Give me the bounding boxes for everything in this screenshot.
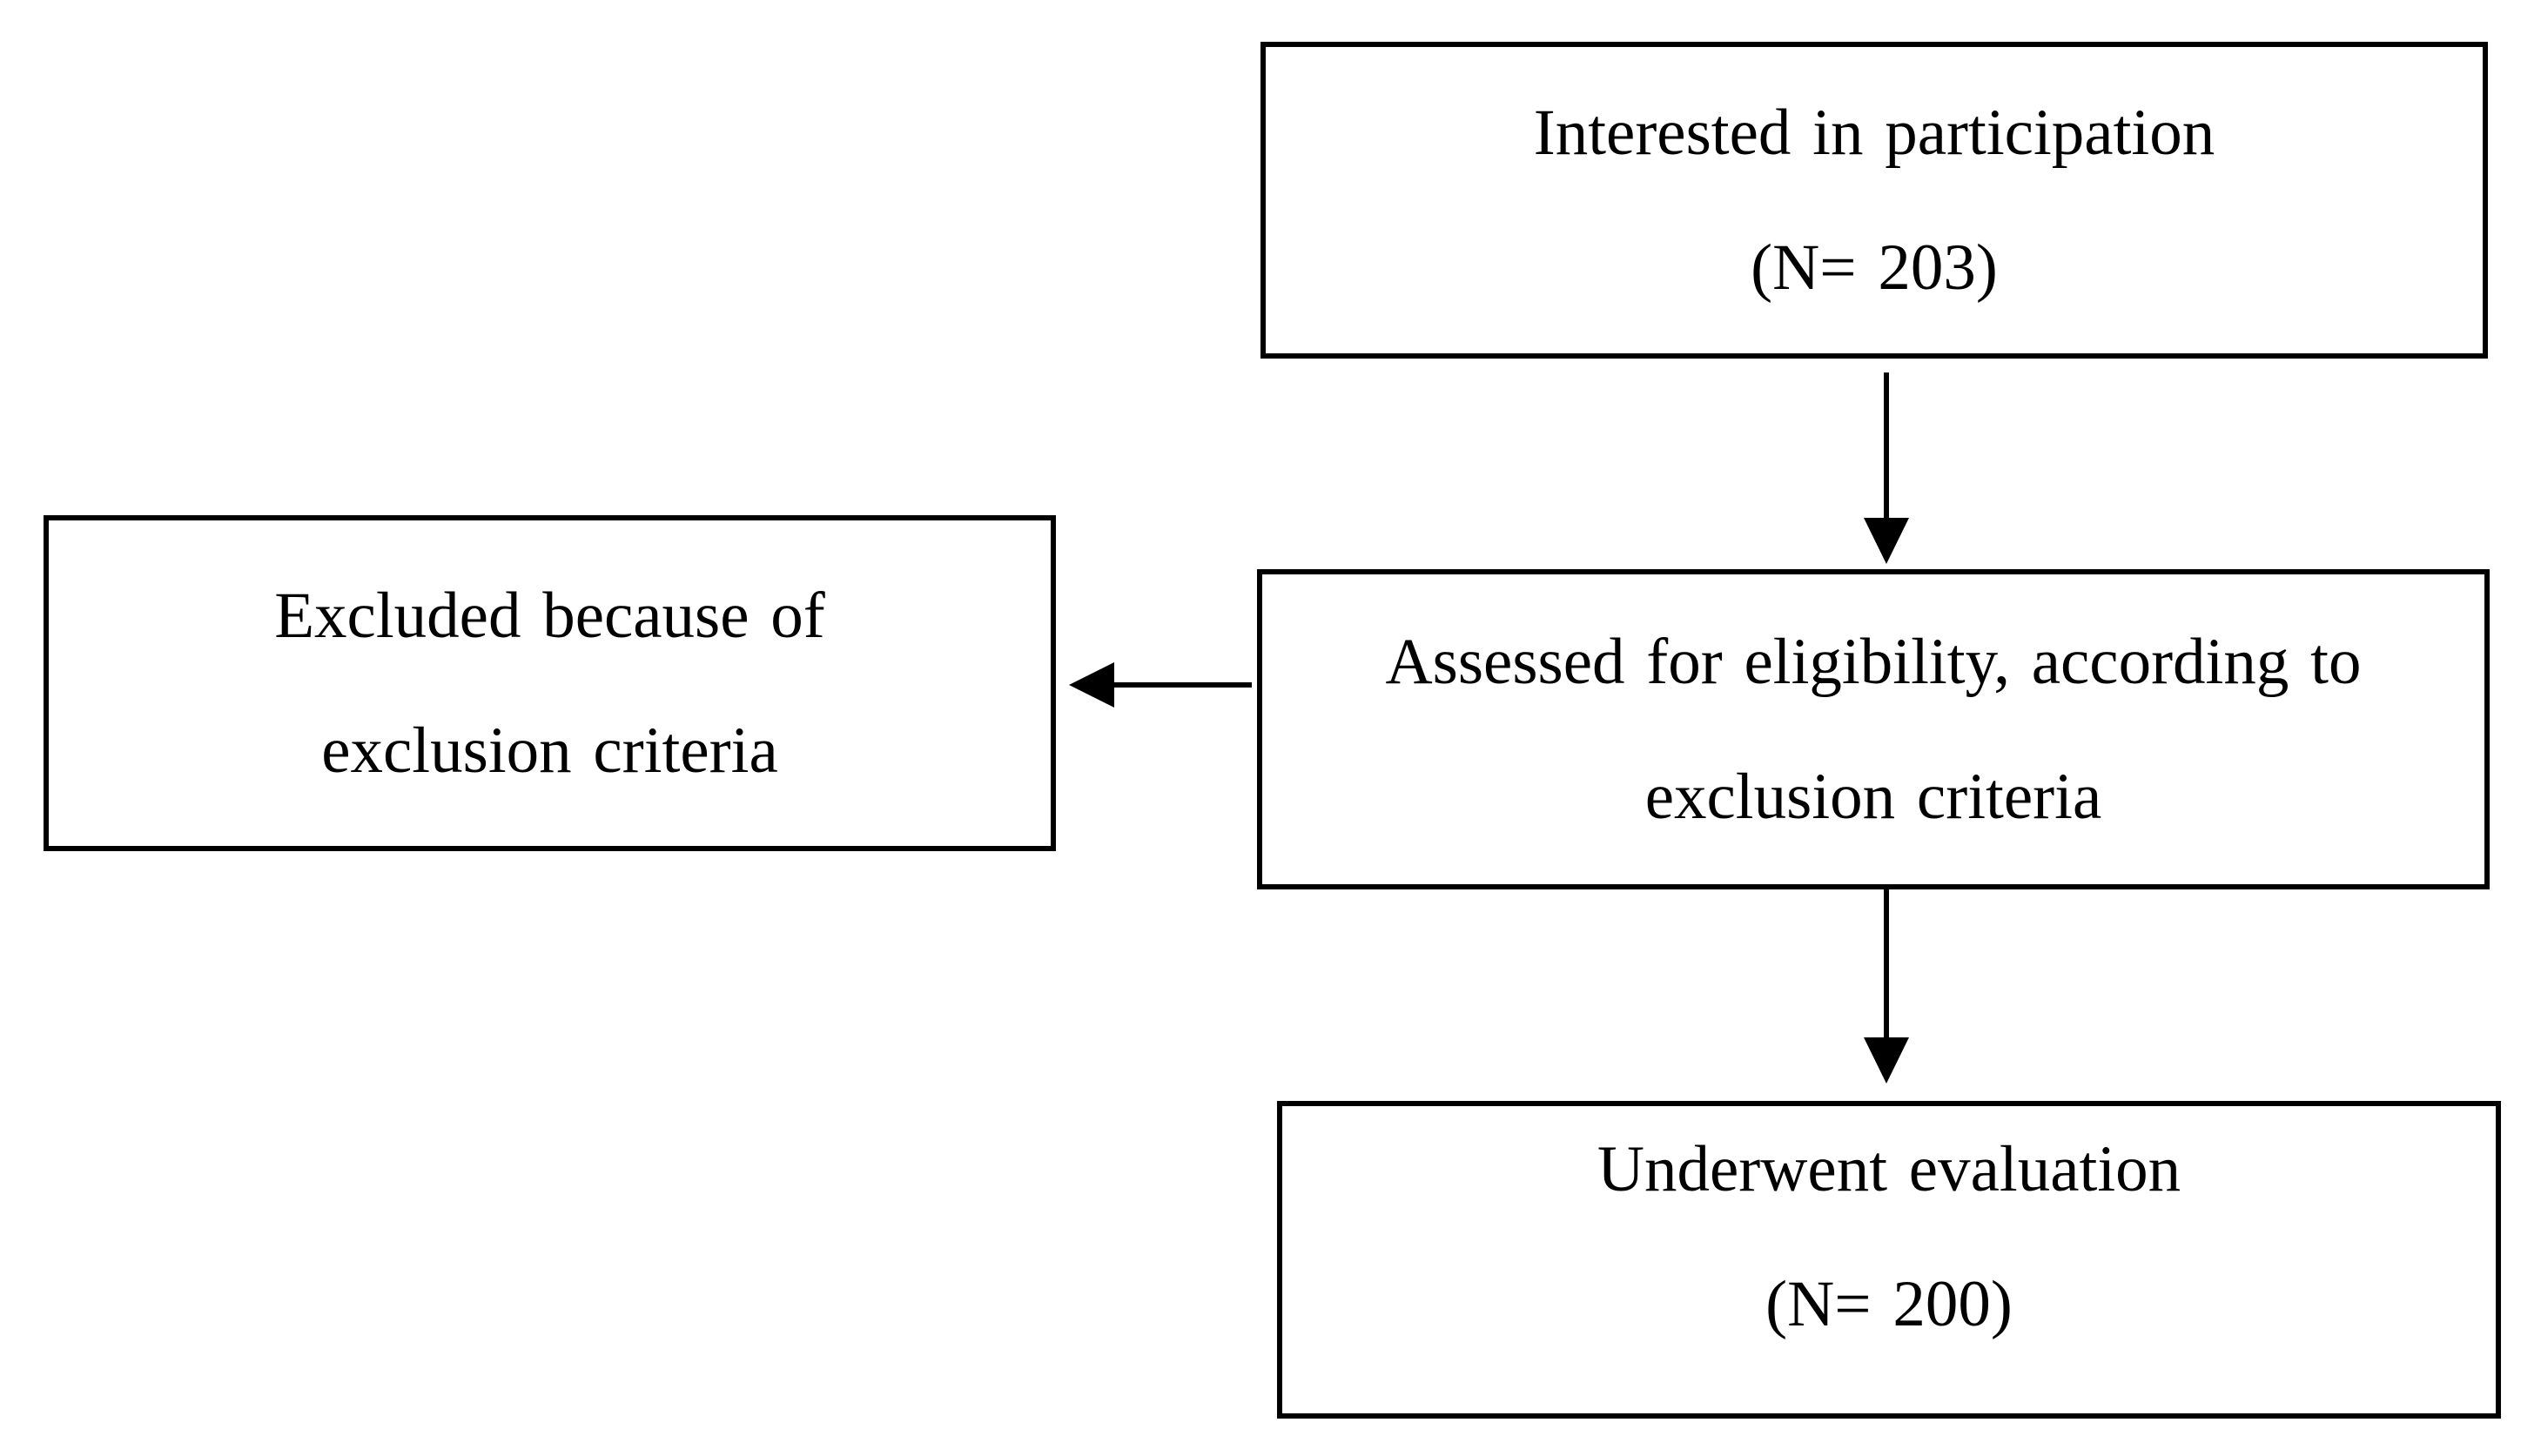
flow-node-interested-line-1: Interested in participation	[1533, 97, 2215, 169]
flow-node-excluded-line-1: Excluded because of	[274, 580, 825, 652]
flow-node-excluded-line-2: exclusion criteria	[321, 715, 778, 787]
arrow-interested-to-assessed-stem	[1884, 372, 1889, 520]
arrow-assessed-to-excluded-head-icon	[1069, 662, 1114, 708]
flow-node-assessed: Assessed for eligibility, according to e…	[1257, 569, 2490, 889]
flow-node-assessed-line-1: Assessed for eligibility, according to	[1385, 626, 2362, 698]
arrow-interested-to-assessed-head-icon	[1864, 518, 1909, 564]
flow-node-assessed-line-2: exclusion criteria	[1644, 761, 2102, 833]
flow-node-interested-line-2: (N= 203)	[1751, 231, 1998, 304]
flow-node-interested: Interested in participation (N= 203)	[1260, 42, 2488, 359]
arrow-assessed-to-evaluation-head-icon	[1864, 1037, 1909, 1084]
arrow-assessed-to-excluded-stem	[1113, 682, 1252, 688]
flow-node-evaluation: Underwent evaluation (N= 200)	[1277, 1101, 2501, 1419]
arrow-assessed-to-evaluation-stem	[1884, 889, 1889, 1040]
flow-node-excluded: Excluded because of exclusion criteria	[44, 515, 1056, 851]
flow-node-evaluation-line-1: Underwent evaluation	[1597, 1132, 2181, 1205]
flow-node-evaluation-line-2: (N= 200)	[1765, 1267, 2013, 1340]
